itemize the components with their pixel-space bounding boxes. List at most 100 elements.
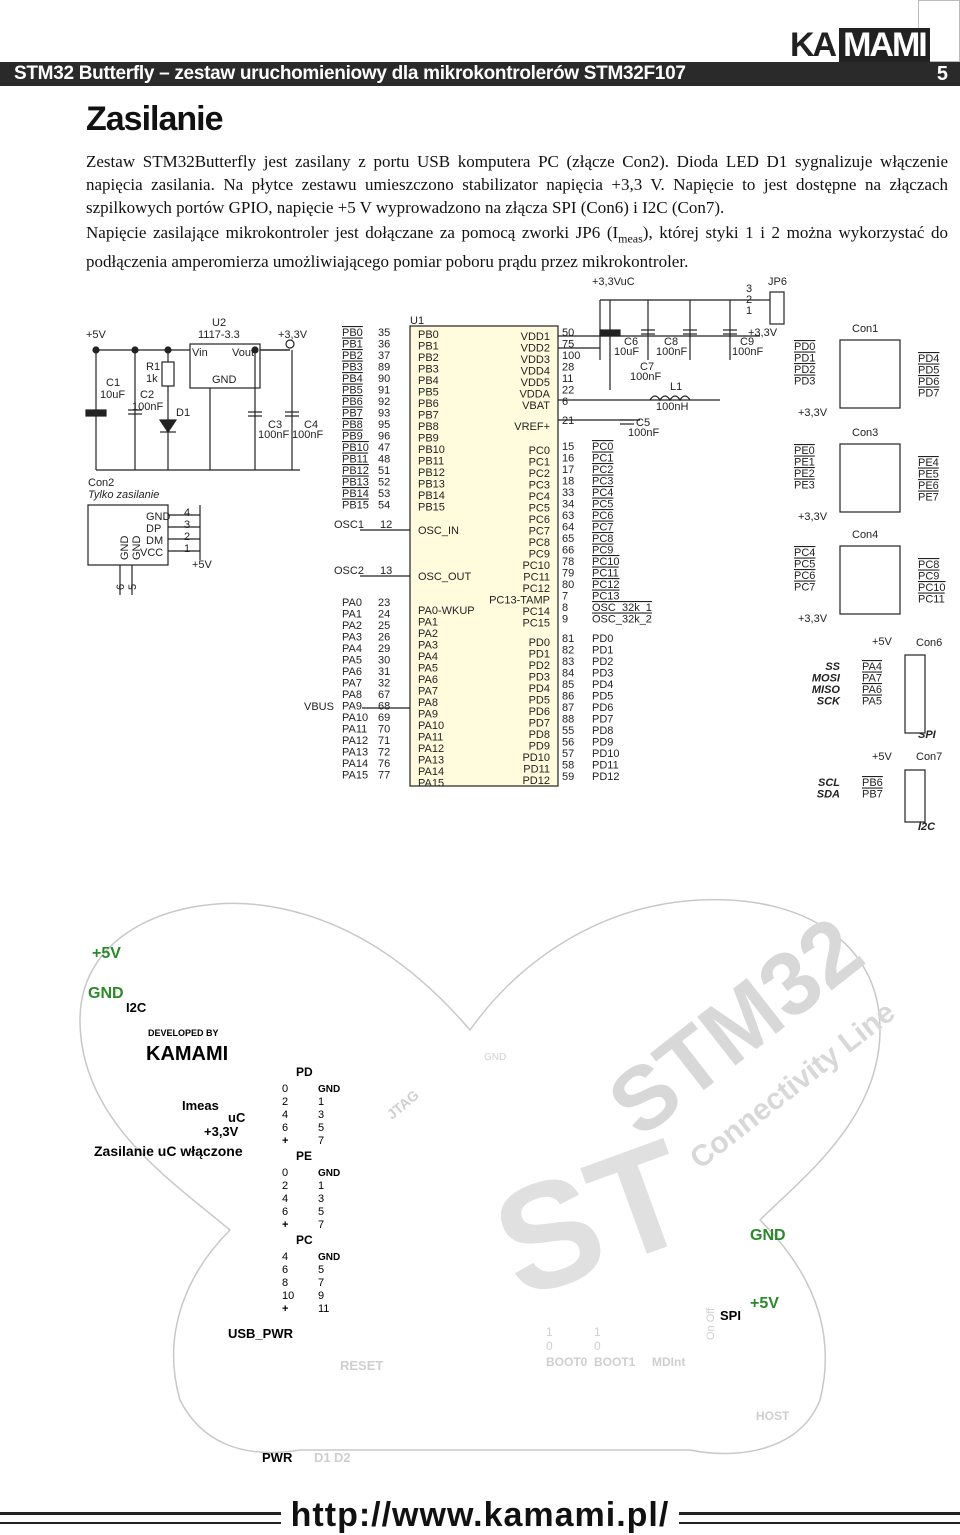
board-boot1: BOOT1: [594, 1355, 636, 1369]
u1-PC0: PC0: [529, 445, 550, 457]
i2c-pb-PB7: PB7: [862, 789, 883, 801]
net-PB13: PB13: [342, 477, 369, 489]
pin-51: 51: [378, 465, 390, 477]
pin-67: 67: [378, 689, 390, 701]
net-PC13: PC13: [592, 591, 620, 603]
net-PC12: PC12: [592, 579, 620, 591]
net-PB1: PB1: [342, 339, 363, 351]
u1-osc-in: OSC_IN: [418, 525, 459, 537]
net-PA13: PA13: [342, 747, 368, 759]
u1-PA6: PA6: [418, 674, 438, 686]
net-PA12: PA12: [342, 735, 368, 747]
u1-PC14: PC14: [522, 606, 550, 618]
u1-PD2: PD2: [529, 660, 550, 672]
net-PD2: PD2: [592, 656, 613, 668]
net-PA15: PA15: [342, 770, 368, 782]
net-PC9: PC9: [592, 545, 613, 557]
con-right-PD6: PD6: [918, 376, 939, 388]
logo-ka: KA: [790, 26, 837, 64]
u1-PB5: PB5: [418, 387, 439, 399]
pin-50: 50: [562, 327, 574, 339]
u1-vref: VREF+: [514, 421, 550, 433]
u1-PA3: PA3: [418, 640, 438, 652]
con-left-PD2: PD2: [794, 364, 815, 376]
u1-PD6: PD6: [529, 706, 550, 718]
jp6-33v: +3,3V: [748, 327, 778, 339]
u1-PA15: PA15: [418, 778, 444, 790]
pin-37: 37: [378, 350, 390, 362]
net-PD11: PD11: [592, 760, 619, 772]
u1-PA8: PA8: [418, 697, 438, 709]
u1-VDD2: VDD2: [521, 343, 550, 355]
pin-89: 89: [378, 362, 390, 374]
net-PC2: PC2: [592, 464, 613, 476]
hdr-right-0-0: GND: [318, 1084, 340, 1095]
u1-PC5: PC5: [529, 503, 550, 515]
u1-PA11: PA11: [418, 732, 443, 744]
u1-PA12: PA12: [418, 743, 444, 755]
con-33v-1: +3,3V: [798, 511, 828, 523]
u1-VDD5: VDD5: [521, 377, 550, 389]
gnd-label: GND: [212, 374, 237, 386]
hdr-right-1-4: 7: [318, 1219, 324, 1231]
con-right-PE5: PE5: [918, 469, 939, 481]
net-OSC_32k_1: OSC_32k_1: [592, 602, 652, 614]
hdr-left-1-2: 4: [282, 1193, 288, 1205]
boot1-1: 1: [594, 1325, 601, 1339]
u1-PC11: PC11: [523, 572, 550, 584]
hdr-right-0-1: 1: [318, 1096, 324, 1108]
net-PA11: PA11: [342, 724, 367, 736]
footer-url[interactable]: http://www.kamami.pl/: [0, 1496, 960, 1535]
u1-PD0: PD0: [529, 637, 550, 649]
section-title: Zasilanie: [86, 100, 224, 138]
c8-label: C8: [664, 336, 678, 348]
pin-82: 82: [562, 645, 574, 657]
u1-PB8: PB8: [418, 421, 439, 433]
header-PE: PE: [296, 1149, 312, 1163]
con-left-PC5: PC5: [794, 559, 815, 571]
board-jtag: JTAG: [384, 1087, 422, 1123]
hdr-right-2-1: 5: [318, 1264, 324, 1276]
con-right-PE7: PE7: [918, 492, 939, 504]
footer-url-text[interactable]: http://www.kamami.pl/: [280, 1496, 680, 1534]
header-PD: PD: [296, 1065, 313, 1079]
d1-label: D1: [176, 407, 190, 419]
u1-PC7: PC7: [529, 526, 550, 538]
hdr-left-2-3: 10: [282, 1290, 294, 1302]
hdr-right-0-3: 5: [318, 1122, 324, 1134]
c6-label: C6: [624, 336, 638, 348]
pin-18: 18: [562, 476, 574, 488]
u1-PD10: PD10: [522, 752, 550, 764]
con2-pin-DM: DM: [146, 535, 163, 547]
board-kamami: KAMAMI: [146, 1043, 228, 1065]
u1-PB0: PB0: [418, 329, 439, 341]
pin-79: 79: [562, 568, 574, 580]
pin-54: 54: [378, 500, 390, 512]
pin-8: 8: [562, 602, 568, 614]
con-left-PD0: PD0: [794, 341, 815, 353]
label-33vuc: +3,3VuC: [592, 276, 635, 288]
c5-label: C5: [636, 417, 650, 429]
u1-PB10: PB10: [418, 444, 445, 456]
spi-SCK: SCK: [817, 696, 841, 708]
board-on-off: On Off: [705, 1307, 717, 1340]
u1-PB14: PB14: [418, 490, 445, 502]
u1-PA2: PA2: [418, 628, 438, 640]
c9-value: 100nF: [732, 346, 763, 358]
con-left-PD1: PD1: [794, 353, 815, 365]
label-33v: +3,3V: [278, 329, 308, 341]
con2-num-3: 3: [184, 519, 190, 531]
connector-Con4: Con4: [852, 529, 878, 541]
con2-gnd-2: GND: [131, 536, 143, 561]
u1-VDD1: VDD1: [521, 331, 550, 343]
p2-sub: meas: [618, 231, 643, 246]
pin-31: 31: [378, 666, 390, 678]
pin-63: 63: [562, 510, 574, 522]
pin-59: 59: [562, 771, 574, 783]
con2-b6: 6: [115, 584, 127, 590]
con-right-PC11: PC11: [918, 594, 945, 606]
con-left-PE1: PE1: [794, 457, 815, 469]
pin-36: 36: [378, 339, 390, 351]
con-right-PC10: PC10: [918, 582, 946, 594]
pin-78: 78: [562, 556, 574, 568]
